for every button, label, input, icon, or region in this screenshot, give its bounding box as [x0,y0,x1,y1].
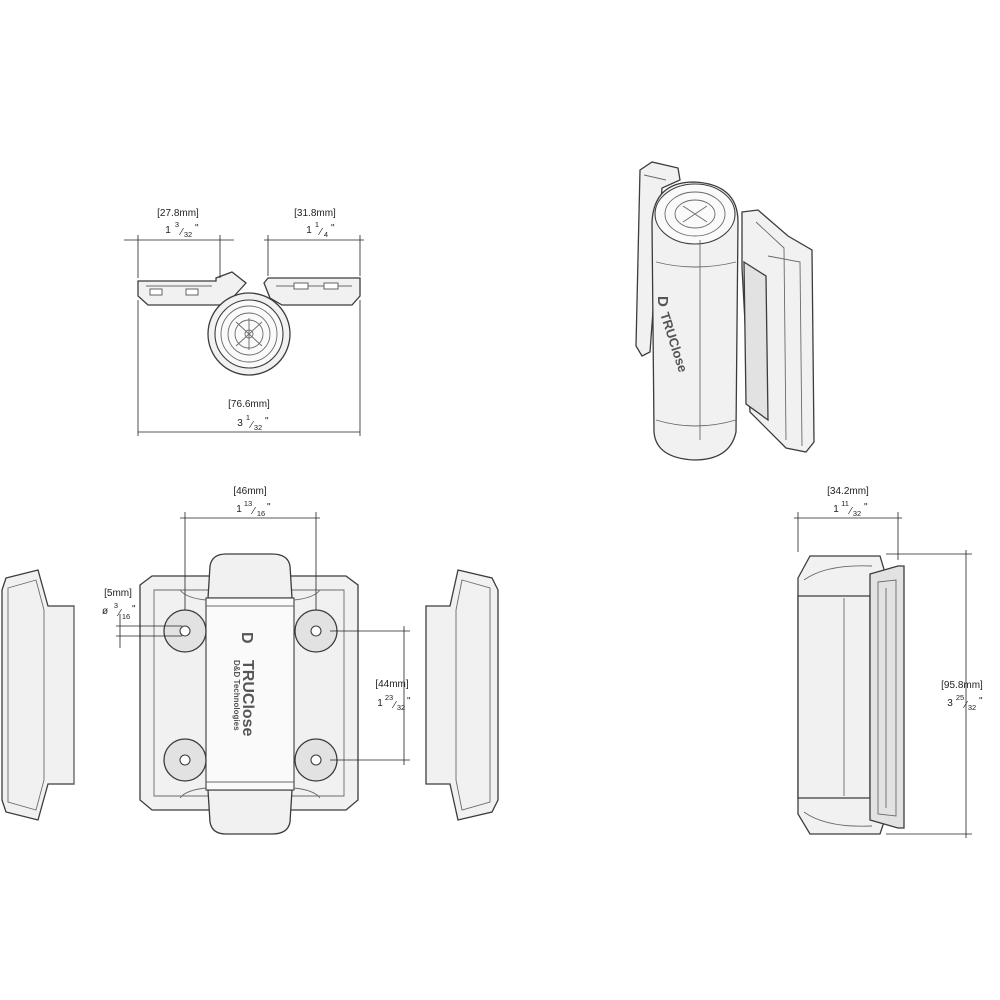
svg-text:⁄: ⁄ [317,227,323,238]
svg-text:[27.8mm]: [27.8mm] [157,208,199,219]
svg-text:⁄: ⁄ [178,227,184,238]
front-view: D TRUClose D&D Technologies [46mm] 1 13 … [102,486,411,835]
dim-top-right-width: [31.8mm] 1 1 ⁄ 4 " [264,208,364,276]
dim-top-left-width: [27.8mm] 1 3 ⁄ 32 " [124,208,234,278]
svg-text:": " [407,696,411,707]
svg-text:⁄: ⁄ [116,608,122,619]
svg-text:[31.8mm]: [31.8mm] [294,208,336,219]
svg-text:13: 13 [244,499,252,508]
dim-side-depth: [34.2mm] 1 11 ⁄ 32 " [794,486,902,560]
svg-text:3: 3 [175,220,179,229]
svg-text:D: D [238,632,255,644]
svg-text:⁄: ⁄ [847,506,853,517]
isometric-view: D TRUClose [635,161,815,461]
svg-text:16: 16 [122,612,130,621]
svg-text:": " [195,223,199,234]
svg-text:1: 1 [833,504,839,515]
svg-text:11: 11 [841,499,849,508]
svg-text:4: 4 [324,230,328,239]
svg-text:[5mm]: [5mm] [104,588,132,599]
svg-text:[76.6mm]: [76.6mm] [228,399,270,410]
svg-text:1: 1 [315,220,319,229]
svg-text:⁄: ⁄ [250,506,256,517]
svg-text:": " [864,502,868,513]
dim-hole-spacing-horizontal: [46mm] 1 13 ⁄ 16 " [180,486,320,610]
svg-text:ø: ø [102,606,108,617]
svg-text:TRUClose: TRUClose [239,660,256,737]
dim-top-overall-width: [76.6mm] 3 1 ⁄ 32 " [137,300,361,436]
dim-side-height: [95.8mm] 3 25 ⁄ 32 " [886,550,983,838]
svg-text:D&D Technologies: D&D Technologies [232,660,241,731]
svg-text:1: 1 [236,504,242,515]
dim-hole-spacing-vertical: [44mm] 1 23 ⁄ 32 " [330,626,411,765]
svg-text:": " [265,416,269,427]
svg-text:1: 1 [377,698,383,709]
svg-text:1: 1 [306,225,312,236]
svg-text:[34.2mm]: [34.2mm] [827,486,869,497]
svg-text:32: 32 [184,230,192,239]
svg-text:16: 16 [257,509,265,518]
svg-text:": " [132,604,136,615]
svg-text:1: 1 [165,225,171,236]
svg-text:3: 3 [237,418,243,429]
svg-text:1: 1 [246,413,250,422]
svg-text:": " [979,696,983,707]
svg-text:[95.8mm]: [95.8mm] [941,680,983,691]
svg-text:32: 32 [968,703,976,712]
side-view: [34.2mm] 1 11 ⁄ 32 " [95.8mm] 3 25 ⁄ 32 … [794,486,983,838]
svg-text:": " [331,223,335,234]
svg-text:32: 32 [254,423,262,432]
left-bracket [1,569,75,821]
svg-text:": " [267,502,271,513]
svg-text:3: 3 [114,601,118,610]
svg-text:[44mm]: [44mm] [375,679,409,690]
top-view: [27.8mm] 1 3 ⁄ 32 " [31.8mm] 1 1 ⁄ 4 " [… [124,208,364,436]
svg-text:D: D [654,296,671,307]
svg-text:⁄: ⁄ [962,700,968,711]
svg-text:⁄: ⁄ [248,420,254,431]
svg-text:3: 3 [947,698,953,709]
svg-text:32: 32 [397,703,405,712]
svg-text:⁄: ⁄ [391,700,397,711]
svg-text:[46mm]: [46mm] [233,486,267,497]
svg-text:23: 23 [385,693,393,702]
right-bracket [425,569,499,821]
svg-text:25: 25 [956,693,964,702]
dim-hole-diameter: [5mm] ø 3 ⁄ 16 " [102,588,182,648]
svg-text:32: 32 [853,509,861,518]
